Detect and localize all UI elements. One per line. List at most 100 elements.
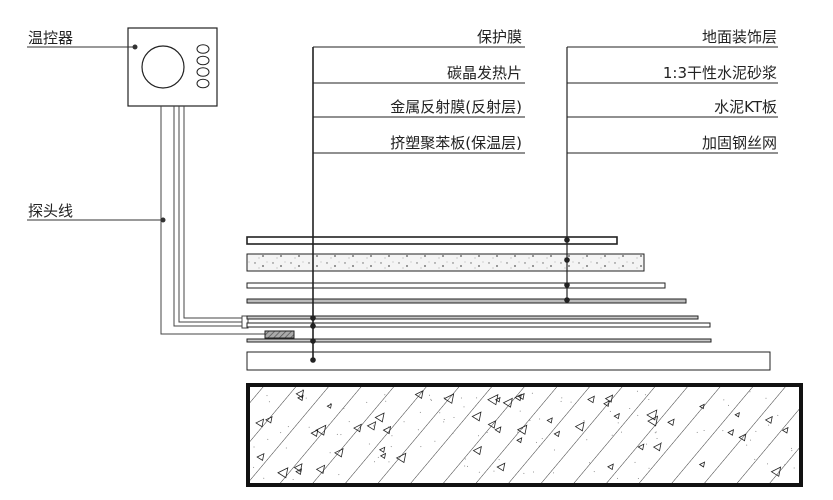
concrete-speck (655, 431, 657, 433)
concrete-speck (535, 441, 537, 443)
concrete-speck (390, 446, 392, 448)
concrete-speck (588, 462, 590, 464)
concrete-speck (329, 403, 331, 405)
concrete-speck (253, 446, 255, 448)
aggregate-triangle (487, 420, 497, 429)
aggregate-triangle (514, 393, 522, 402)
aggregate-triangle (297, 394, 304, 402)
concrete-speck (646, 443, 648, 445)
label-steel-mesh: 加固钢丝网 (702, 134, 777, 152)
concrete-speck (486, 431, 488, 433)
concrete-speck (302, 389, 304, 391)
concrete-speck (263, 477, 265, 479)
label-cement-mortar: 1:3干性水泥砂浆 (663, 64, 777, 82)
concrete-speck (634, 461, 636, 463)
leaders-middle (310, 46, 525, 363)
label-thermostat: 温控器 (28, 29, 73, 47)
aggregate-triangle (607, 463, 614, 471)
concrete-speck (466, 465, 468, 467)
aggregate-triangle (374, 412, 385, 423)
aggregate-triangle (727, 429, 735, 436)
aggregate-triangle (734, 411, 740, 418)
concrete-speck (644, 394, 646, 396)
concrete-speck (586, 439, 588, 441)
aggregate-triangle (472, 445, 482, 456)
concrete-speck (476, 418, 478, 420)
aggregate-triangle (353, 423, 362, 433)
concrete-speck (498, 459, 500, 461)
concrete-speck (539, 418, 541, 420)
layer-xps-insulation-board (246, 351, 771, 371)
concrete-speck (340, 434, 342, 436)
concrete-speck (460, 397, 462, 399)
concrete-speck (336, 433, 338, 435)
layer-carbon-heating-sheet (246, 322, 711, 328)
heating-element (264, 330, 295, 339)
concrete-speck (723, 399, 725, 401)
leader-dot (160, 217, 166, 223)
label-metal-reflective-film: 金属反射膜(反射层) (390, 98, 522, 116)
leader-dot (132, 44, 138, 50)
aggregate-triangle (604, 394, 614, 403)
aggregate-triangle (265, 416, 273, 424)
concrete-speck (464, 458, 466, 460)
aggregate-triangle (667, 418, 675, 426)
aggregate-triangle (414, 390, 424, 399)
aggregate-triangle (764, 415, 773, 424)
concrete-speck (430, 399, 432, 401)
concrete-speck (777, 414, 779, 416)
concrete-speck (791, 450, 793, 452)
concrete-speck (754, 458, 756, 460)
aggregate-triangle (546, 417, 553, 424)
aggregate-triangle (366, 421, 377, 431)
concrete-speck (648, 398, 650, 400)
concrete-speck (755, 430, 757, 432)
layer-floor-finish (246, 236, 618, 245)
concrete-speck (523, 472, 525, 474)
concrete-speck (476, 397, 478, 399)
concrete-speck (620, 431, 622, 433)
aggregate-triangle (487, 393, 499, 406)
layer-cement-kt-board (246, 282, 666, 289)
concrete-hatch (248, 385, 801, 485)
concrete-speck (519, 410, 521, 412)
aggregate-triangle (295, 468, 303, 476)
aggregate-triangle (326, 403, 332, 409)
concrete-speck (517, 431, 519, 433)
floor-layers (246, 236, 771, 371)
concrete-slab (246, 383, 803, 487)
layer-cement-mortar (246, 253, 645, 272)
concrete-speck (561, 397, 563, 399)
concrete-speck (529, 419, 531, 421)
concrete-speck (366, 401, 368, 403)
concrete-speck (583, 420, 585, 422)
concrete-speck (443, 419, 445, 421)
concrete-speck (305, 397, 307, 399)
aggregate-triangle (516, 424, 528, 435)
concrete-speck (374, 461, 376, 463)
concrete-speck (541, 438, 543, 440)
concrete-speck (749, 391, 751, 393)
leaders-right (564, 46, 778, 303)
concrete-speck (648, 467, 650, 469)
aggregate-triangle (256, 452, 265, 462)
concrete-speck (443, 421, 445, 423)
label-xps-insulation: 挤塑聚苯板(保温层) (390, 134, 522, 152)
concrete-speck (434, 440, 436, 442)
concrete-speck (791, 447, 793, 449)
concrete-speck (419, 411, 421, 413)
concrete-speck (660, 441, 662, 443)
layer-metal-reflective-film (246, 338, 712, 343)
aggregate-triangle (574, 421, 585, 432)
concrete-speck (636, 390, 638, 392)
concrete-speck (722, 430, 724, 432)
aggregate-triangle (334, 447, 344, 458)
aggregate-triangle (553, 430, 561, 438)
aggregate-triangle (637, 443, 645, 451)
concrete-speck (531, 392, 533, 394)
aggregate-triangle (293, 463, 303, 472)
aggregate-triangle (613, 412, 620, 420)
concrete-speck (388, 461, 390, 463)
concrete-speck (478, 471, 480, 473)
